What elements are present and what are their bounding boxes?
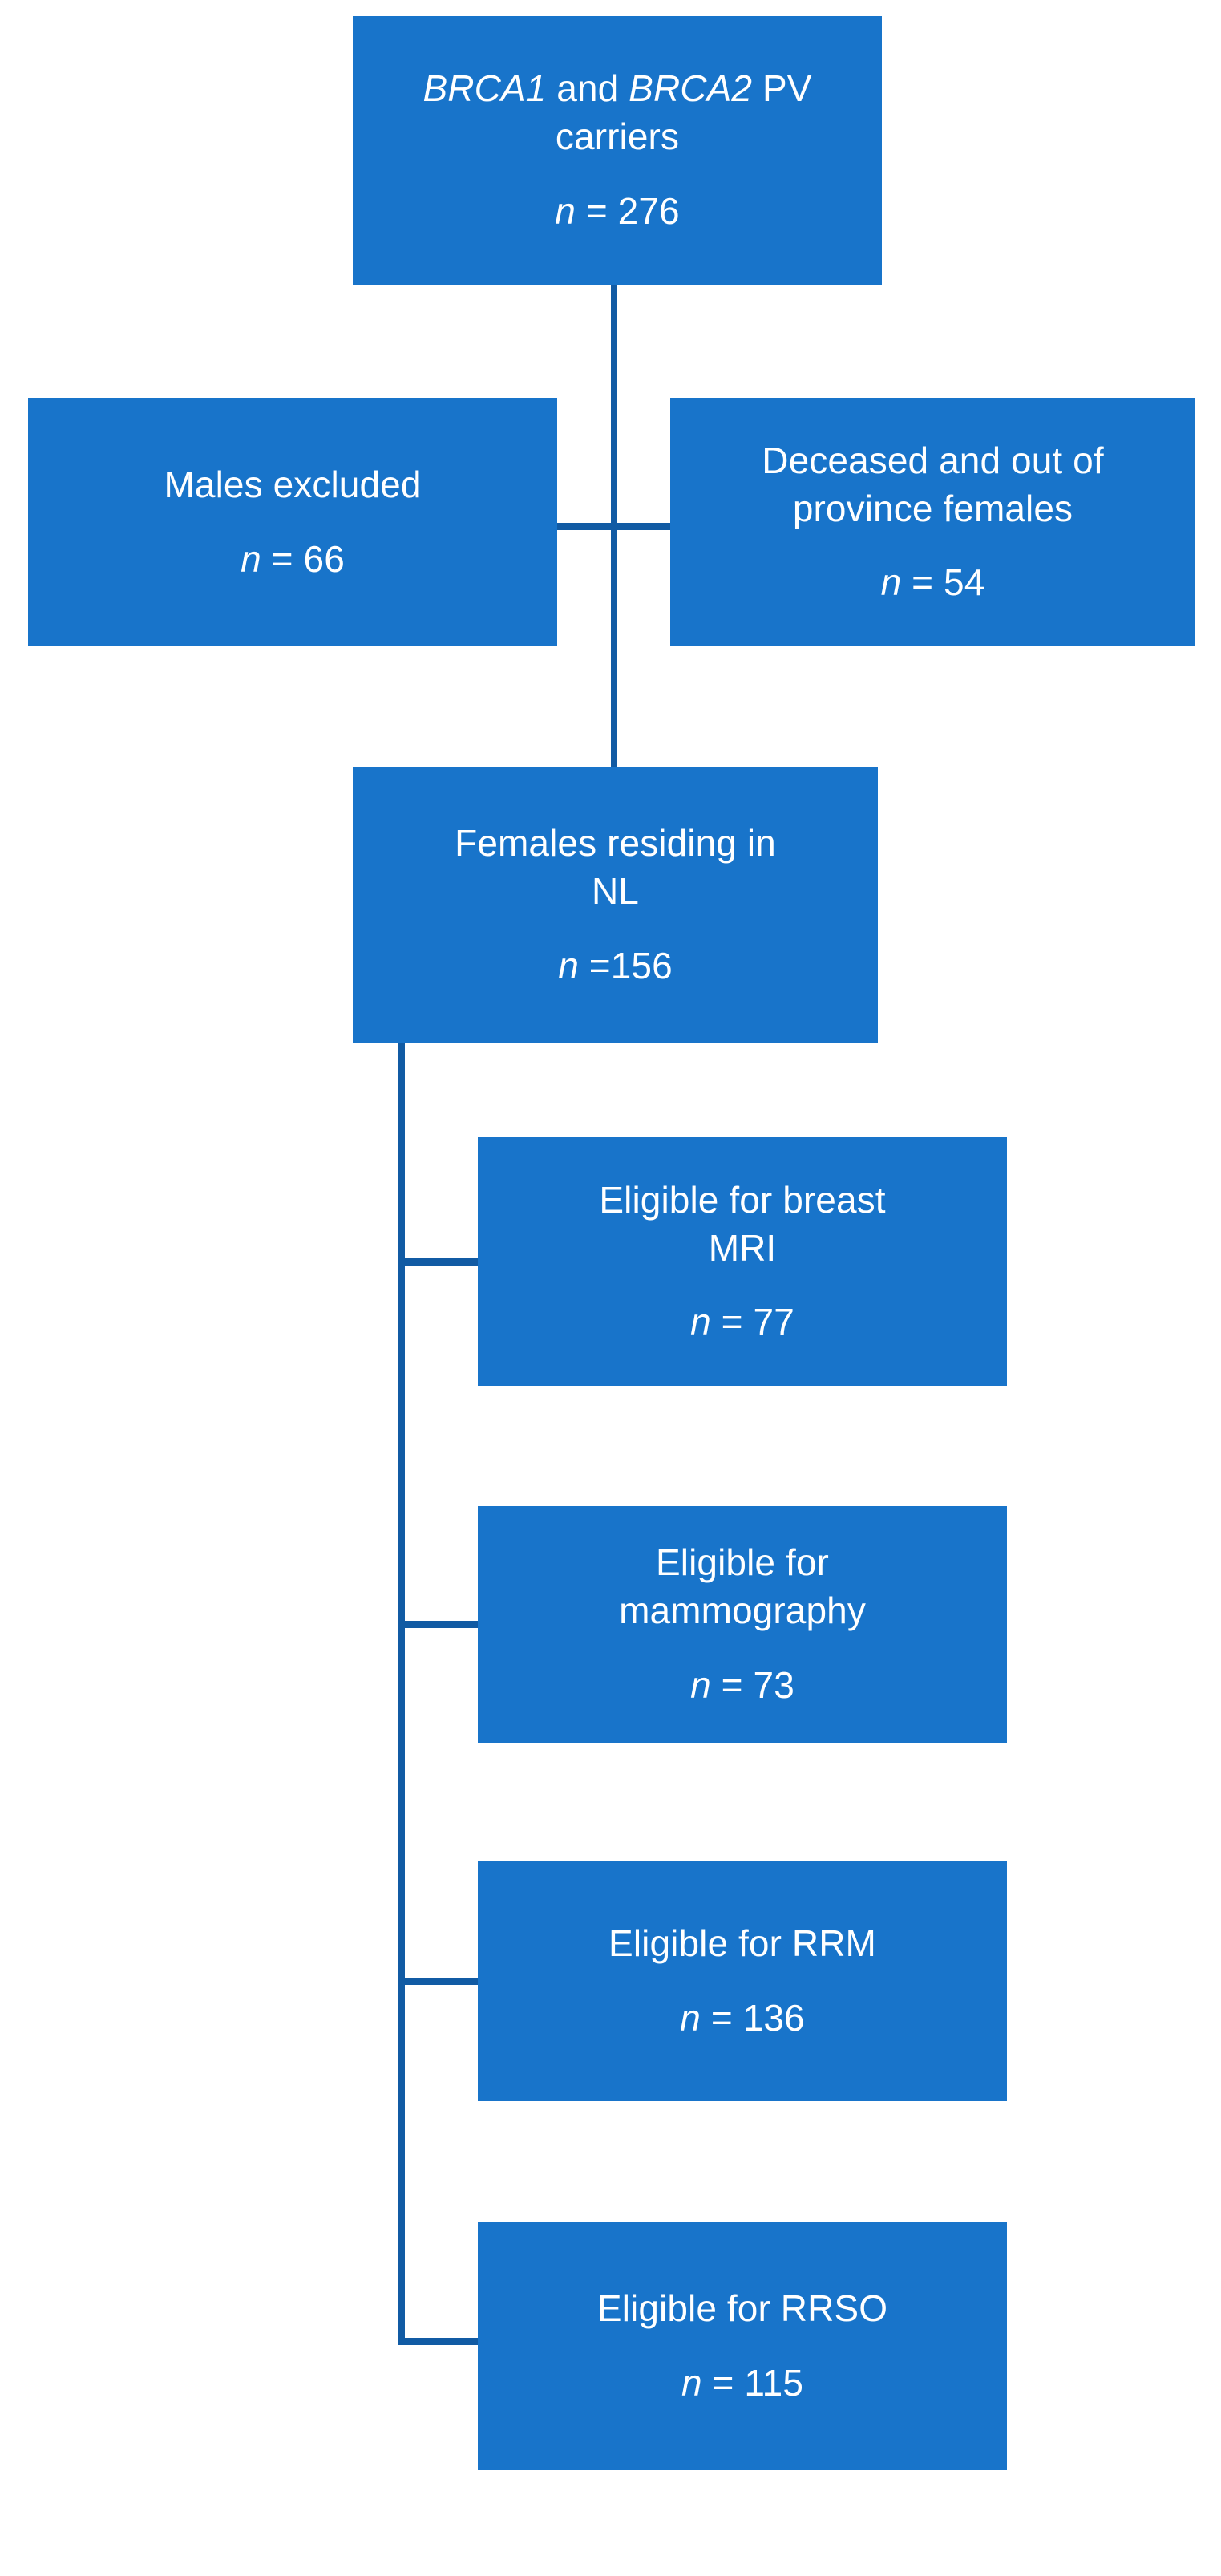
n-symbol: n (690, 1301, 711, 1343)
node-mammo-line2: mammography (619, 1590, 866, 1632)
n-symbol: n (690, 1663, 711, 1706)
connector-root-to-split (611, 285, 617, 525)
node-root-count: n = 276 (366, 188, 869, 236)
connector-stub-mammography (398, 1621, 479, 1628)
node-rrso-line1: Eligible for RRSO (596, 2286, 888, 2329)
node-females-residing-nl: Females residing in NL n =156 (353, 767, 878, 1043)
node-deceased-line2: province females (792, 487, 1073, 529)
node-males-excluded: Males excluded n = 66 (28, 398, 557, 646)
node-females-count: n =156 (366, 942, 865, 990)
node-rrso-count-value: = 115 (701, 2361, 804, 2404)
gene-brca1-label: BRCA1 (422, 67, 547, 110)
node-mri-count-value: = 77 (710, 1301, 794, 1343)
node-root-count-value: = 276 (575, 189, 680, 232)
node-females-line2: NL (591, 870, 639, 913)
n-symbol: n (680, 1996, 701, 2039)
node-rrm-count-value: = 136 (700, 1996, 805, 2039)
node-deceased-count: n = 54 (683, 559, 1183, 607)
node-females-count-value: =156 (578, 944, 673, 986)
n-symbol: n (880, 561, 902, 604)
node-deceased-line1: Deceased and out of (762, 439, 1104, 481)
node-females-line1: Females residing in (455, 822, 776, 865)
n-symbol: n (681, 2361, 702, 2404)
node-deceased-count-value: = 54 (901, 561, 985, 604)
node-males-line1: Males excluded (164, 463, 422, 505)
n-symbol: n (241, 537, 261, 580)
node-rrm-line1: Eligible for RRM (608, 1922, 876, 1964)
node-eligible-rrso: Eligible for RRSO n = 115 (478, 2222, 1007, 2470)
connector-stub-breast-mri (398, 1258, 479, 1266)
node-mammo-line1: Eligible for (656, 1541, 829, 1584)
node-mri-count: n = 77 (491, 1298, 994, 1347)
node-deceased-out-of-province-females: Deceased and out of province females n =… (670, 398, 1195, 646)
node-eligible-breast-mri: Eligible for breast MRI n = 77 (478, 1137, 1007, 1386)
connector-stub-rrm (398, 1978, 479, 1985)
node-eligible-rrm: Eligible for RRM n = 136 (478, 1861, 1007, 2101)
node-mri-line1: Eligible for breast (599, 1178, 886, 1221)
node-mri-line2: MRI (708, 1226, 777, 1269)
connector-females-spine (398, 1043, 405, 2344)
gene-brca2-label: BRCA2 (629, 67, 753, 110)
node-males-count-value: = 66 (261, 537, 345, 580)
connector-stub-rrso (398, 2338, 479, 2345)
node-males-count: n = 66 (41, 536, 544, 584)
n-symbol: n (558, 944, 579, 986)
node-root-line2: carriers (555, 115, 680, 158)
node-mammo-count: n = 73 (491, 1662, 994, 1710)
node-root-line1: BRCA1 and BRCA2 PV (366, 65, 869, 113)
node-eligible-mammography: Eligible for mammography n = 73 (478, 1506, 1007, 1743)
node-root-suffix: PV (752, 67, 812, 110)
node-mammo-count-value: = 73 (710, 1663, 794, 1706)
node-rrso-count: n = 115 (491, 2359, 994, 2408)
connector-split-to-females (611, 523, 617, 767)
node-rrm-count: n = 136 (491, 1995, 994, 2043)
n-symbol: n (555, 189, 576, 232)
node-root-conjunction: and (546, 67, 629, 110)
node-brca-pv-carriers: BRCA1 and BRCA2 PV carriers n = 276 (353, 16, 882, 285)
